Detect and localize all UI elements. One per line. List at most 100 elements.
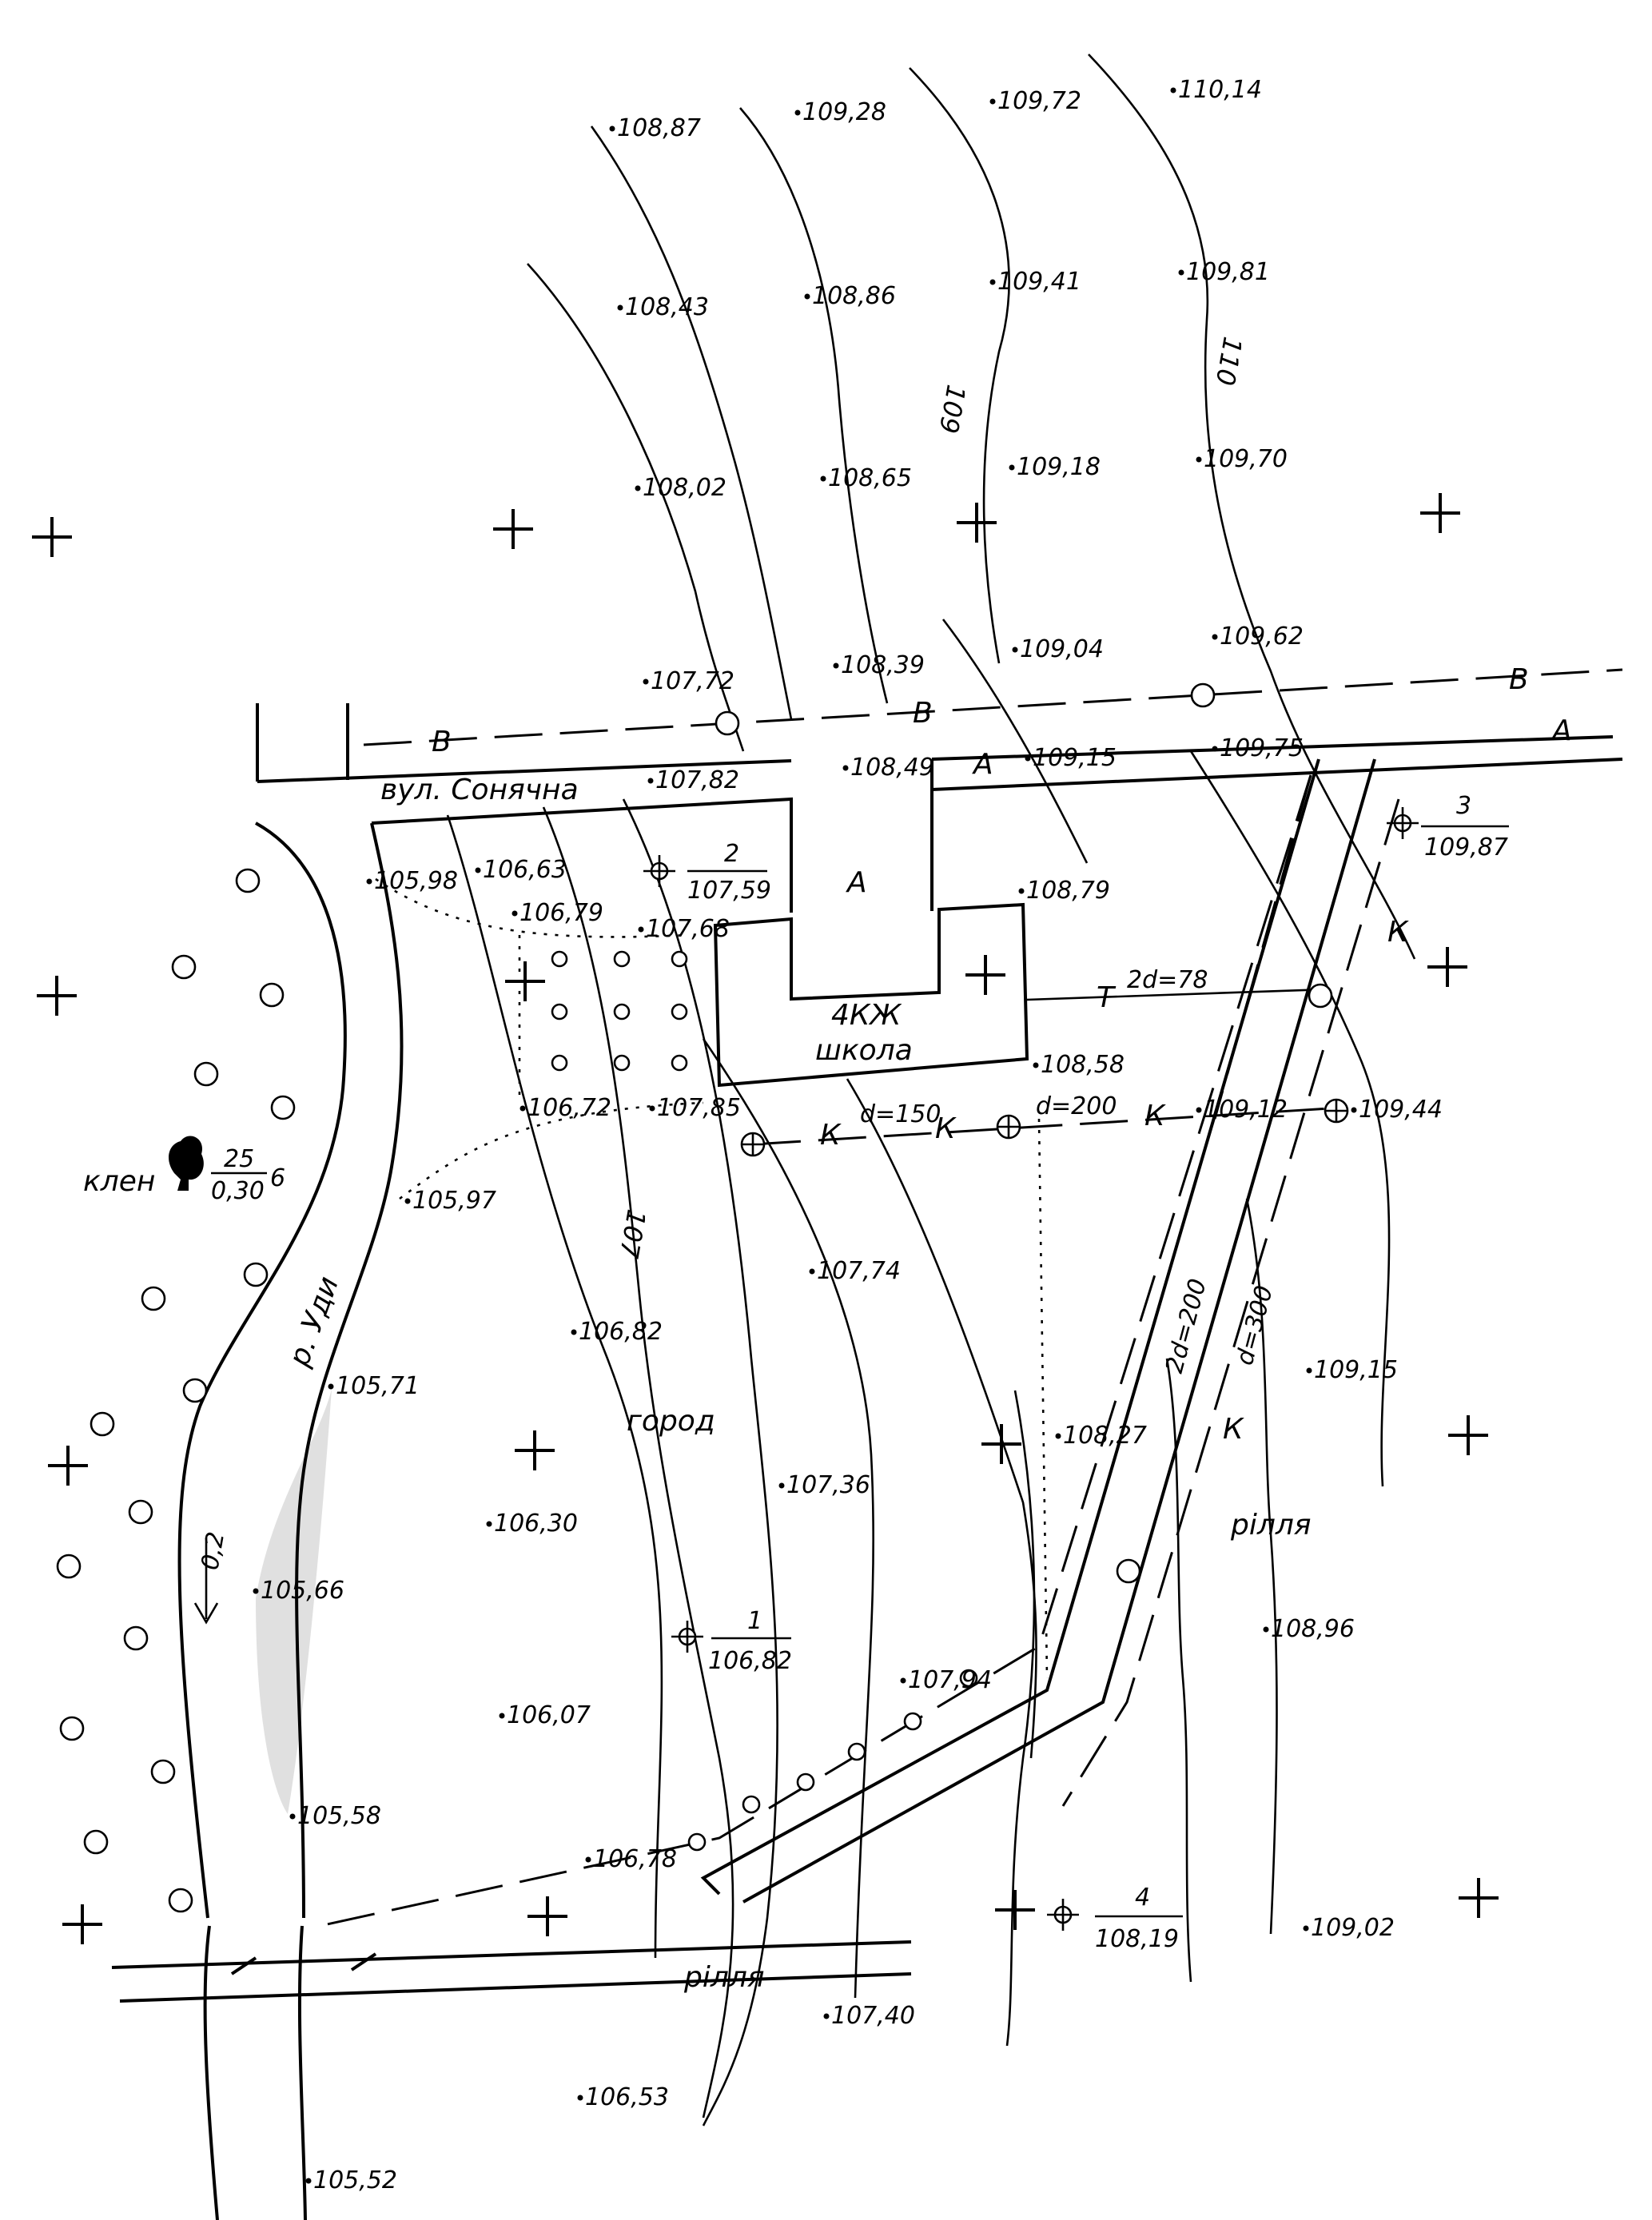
spot-height: 106,30 bbox=[494, 1510, 578, 1538]
tree-row bbox=[56, 868, 978, 1913]
code-k: К bbox=[1223, 1413, 1244, 1446]
contour-label-109: 109 bbox=[933, 383, 972, 436]
spot-height-point bbox=[1055, 1433, 1061, 1439]
river-name: р. Уди bbox=[283, 1272, 346, 1371]
spot-height-point bbox=[499, 1713, 505, 1719]
spot-height: 110,14 bbox=[1178, 76, 1262, 104]
spot-height-point bbox=[1303, 1925, 1309, 1932]
spot-height-point bbox=[638, 926, 644, 933]
spot-height: 106,07 bbox=[507, 1701, 591, 1729]
contour-label-110: 110 bbox=[1210, 335, 1248, 388]
spot-height: 109,62 bbox=[1220, 623, 1304, 650]
spot-height-point bbox=[609, 125, 615, 132]
spot-height: 108,43 bbox=[625, 293, 709, 321]
spot-height: 109,15 bbox=[1033, 744, 1117, 772]
spot-height-point bbox=[512, 910, 518, 917]
contour-lines bbox=[446, 54, 1416, 2127]
street-name: вул. Сонячна bbox=[380, 774, 579, 806]
benchmark-4-number: 4 bbox=[1135, 1884, 1150, 1912]
pipe-2d78: 2d=78 bbox=[1127, 966, 1208, 994]
spot-height: 109,41 bbox=[997, 268, 1081, 296]
spot-height-point bbox=[1170, 87, 1176, 93]
spot-height-point bbox=[1033, 1062, 1039, 1068]
spot-height: 105,97 bbox=[412, 1187, 496, 1215]
benchmark-3-number: 3 bbox=[1456, 792, 1471, 820]
spot-height-point bbox=[1025, 755, 1031, 762]
spot-height-point bbox=[1212, 634, 1218, 640]
spot-height: 109,75 bbox=[1220, 734, 1304, 762]
code-a: А bbox=[846, 866, 867, 899]
spot-height-point bbox=[989, 279, 996, 285]
spot-height-point bbox=[475, 867, 481, 873]
spot-height-point bbox=[577, 2095, 583, 2101]
spot-height-point bbox=[1018, 888, 1025, 894]
spot-height-point bbox=[571, 1329, 577, 1335]
spot-height: 107,85 bbox=[657, 1094, 741, 1122]
street-sonyachna bbox=[256, 703, 1623, 913]
spot-height: 108,65 bbox=[828, 464, 912, 492]
tree-diameter: 0,30 bbox=[211, 1177, 265, 1205]
spot-height: 109,72 bbox=[997, 87, 1081, 115]
spot-height-point bbox=[585, 1856, 591, 1863]
spot-height-point bbox=[649, 1105, 655, 1112]
code-b: В bbox=[1509, 663, 1529, 696]
spot-height-point bbox=[989, 98, 996, 105]
pipe-2d200: 2d=200 bbox=[1160, 1276, 1212, 1376]
spot-height: 108,86 bbox=[812, 282, 896, 310]
river-udy bbox=[111, 822, 912, 2220]
code-a: А bbox=[1550, 714, 1572, 747]
spot-height: 109,70 bbox=[1204, 445, 1288, 473]
spot-height: 109,02 bbox=[1311, 1914, 1395, 1942]
spot-height-point bbox=[519, 1105, 526, 1112]
spot-height-point bbox=[305, 2178, 312, 2184]
spot-height-point bbox=[1196, 456, 1202, 463]
spot-height-point bbox=[794, 109, 801, 116]
spot-height: 108,79 bbox=[1026, 877, 1110, 905]
spot-height-point bbox=[900, 1677, 906, 1684]
code-k: К bbox=[1387, 916, 1409, 949]
spot-height-point bbox=[842, 765, 849, 771]
contour-label-107: 107 bbox=[613, 1207, 651, 1261]
spot-height: 107,68 bbox=[646, 915, 730, 943]
code-k: К bbox=[1144, 1100, 1166, 1132]
spot-height: 108,87 bbox=[617, 114, 701, 142]
spot-height: 109,81 bbox=[1186, 258, 1270, 286]
spot-height: 107,72 bbox=[651, 667, 734, 695]
garden-area bbox=[375, 877, 1049, 1679]
spot-height: 105,98 bbox=[374, 867, 458, 895]
spot-height: 108,27 bbox=[1063, 1422, 1147, 1450]
spot-height: 109,44 bbox=[1359, 1096, 1443, 1124]
spot-height: 109,28 bbox=[802, 98, 886, 126]
spot-height-point bbox=[643, 678, 649, 685]
code-b: В bbox=[432, 726, 452, 758]
spot-height: 105,52 bbox=[313, 2166, 397, 2194]
grid-crosses bbox=[32, 493, 1499, 1944]
spot-height: 107,82 bbox=[655, 766, 739, 794]
arable-label-south: рілля bbox=[683, 1961, 765, 1994]
benchmark-1-number: 1 bbox=[747, 1607, 762, 1635]
spot-height: 107,36 bbox=[786, 1471, 870, 1499]
spot-height: 105,58 bbox=[297, 1802, 381, 1830]
spot-heights: 108,87 109,28 109,72 110,14 108,43 108,8… bbox=[253, 76, 1443, 2194]
spot-height-point bbox=[1178, 269, 1184, 276]
spot-height-point bbox=[1263, 1626, 1269, 1633]
code-t: Т bbox=[1097, 981, 1117, 1014]
spot-height: 108,49 bbox=[850, 754, 934, 782]
spot-height: 109,12 bbox=[1204, 1096, 1288, 1124]
building-type: 4КЖ bbox=[831, 999, 902, 1032]
code-a: А bbox=[972, 748, 993, 781]
code-k: К bbox=[935, 1112, 957, 1145]
spot-height: 106,82 bbox=[579, 1318, 663, 1346]
maple-tree-symbol: клен 25 0,30 6 bbox=[83, 1136, 285, 1205]
spot-height-point bbox=[823, 2013, 830, 2019]
code-k: К bbox=[820, 1119, 842, 1152]
road-with-cables bbox=[319, 758, 1400, 1928]
spot-height: 108,58 bbox=[1041, 1051, 1125, 1079]
spot-height-point bbox=[1351, 1107, 1357, 1113]
benchmark-2-elevation: 107,59 bbox=[687, 877, 771, 905]
boundary-line-b bbox=[363, 668, 1623, 746]
spot-height-point bbox=[617, 304, 623, 311]
building-name: школа bbox=[815, 1034, 913, 1067]
spot-height-point bbox=[1212, 746, 1218, 752]
